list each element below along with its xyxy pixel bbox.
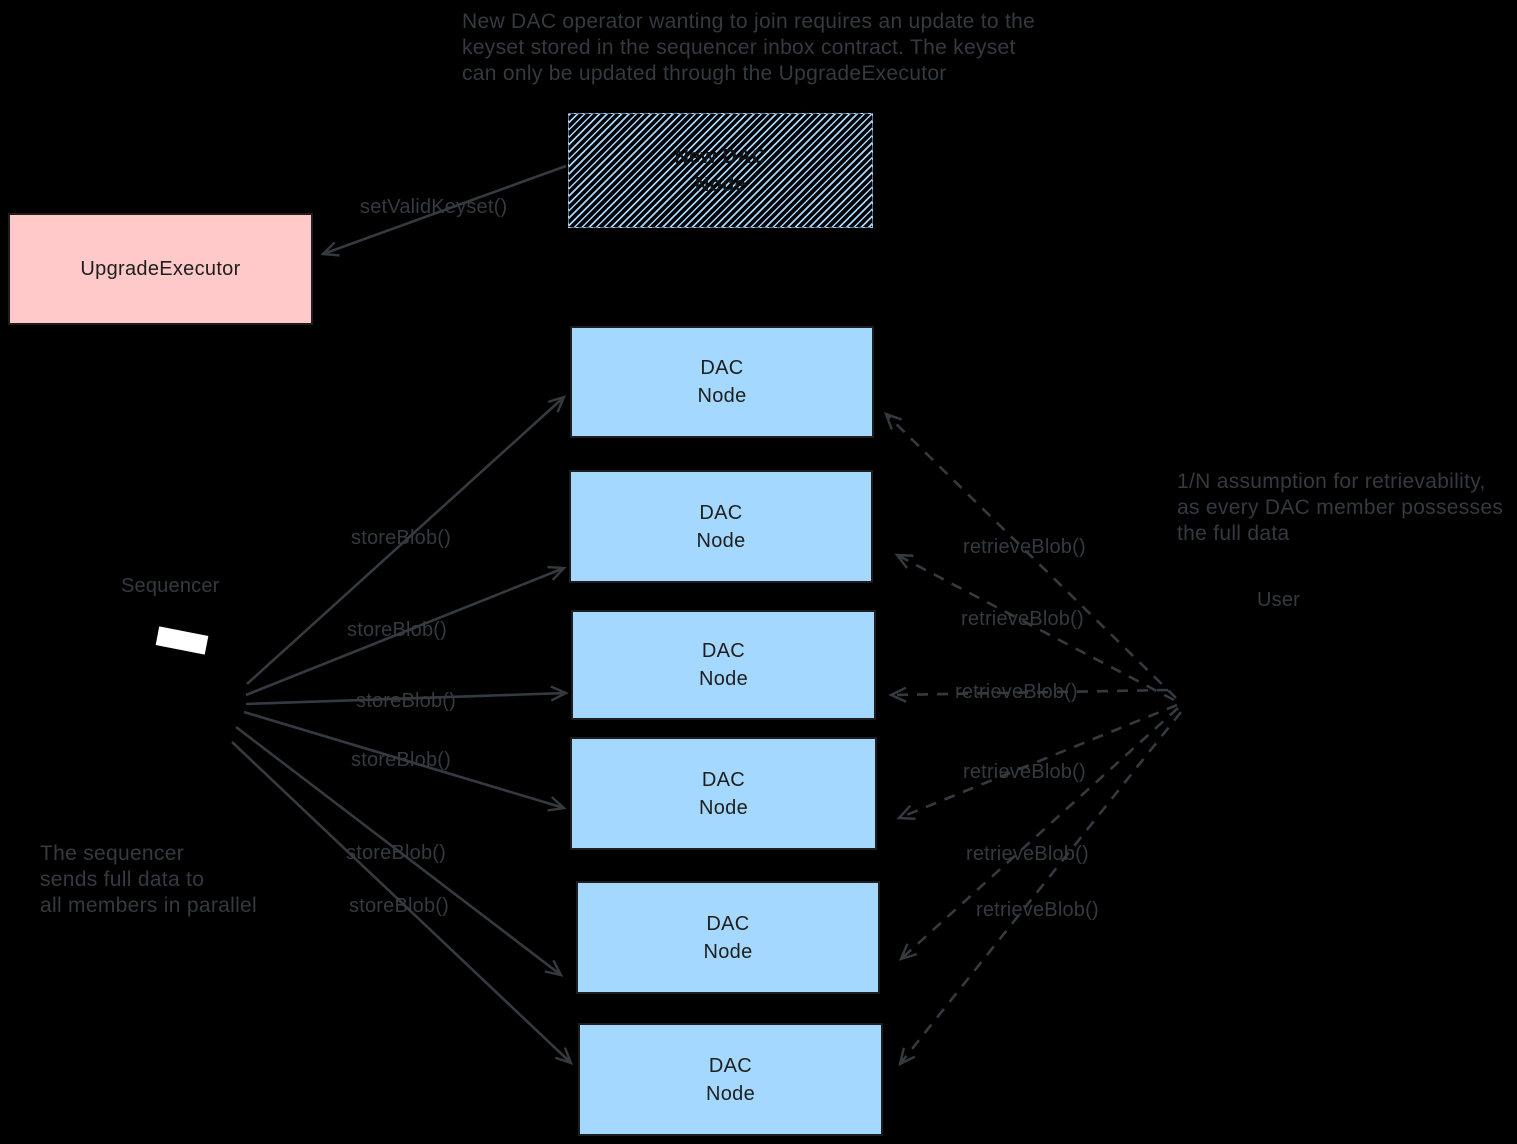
set-valid-keyset-arrow	[320, 164, 567, 257]
user-label: User	[1257, 589, 1301, 611]
retrieve-blob-label-2: retrieveBlob()	[961, 608, 1084, 630]
store-blob-arrow-6	[231, 741, 574, 1065]
dac-node-box-1: DAC Node	[570, 326, 874, 438]
retrieve-blob-arrow-5	[898, 707, 1179, 961]
store-blob-label-2: storeBlob()	[347, 619, 448, 641]
dac-node-box-4: DAC Node	[570, 737, 877, 850]
left-note: The sequencer sends full data to all mem…	[40, 842, 257, 917]
retrieve-blob-label-4: retrieveBlob()	[963, 761, 1086, 783]
retrieve-blob-arrow-2	[894, 553, 1175, 702]
dac-node-box-6: DAC Node	[578, 1023, 883, 1136]
retrieve-blob-arrow-6	[898, 711, 1183, 1067]
store-blob-label-3: storeBlob()	[356, 690, 457, 712]
store-blob-label-5: storeBlob()	[346, 842, 447, 864]
store-blob-label-6: storeBlob()	[349, 895, 450, 917]
store-blob-arrow-3	[245, 685, 569, 706]
store-blob-label-1: storeBlob()	[351, 527, 452, 549]
retrieve-blob-arrow-3	[888, 686, 1169, 703]
retrieve-blob-label-5: retrieveBlob()	[966, 843, 1089, 865]
retrieve-blob-label-3: retrieveBlob()	[955, 681, 1078, 703]
retrieve-blob-label-6: retrieveBlob()	[976, 899, 1099, 921]
store-blob-arrow-2	[245, 565, 567, 697]
dac-node-box-2: DAC Node	[569, 470, 873, 583]
dac-node-box-3: DAC Node	[571, 610, 876, 720]
set-valid-keyset-label: setValidKeyset()	[360, 196, 508, 218]
store-blob-arrow-4	[243, 710, 567, 812]
top-note: New DAC operator wanting to join require…	[462, 10, 1036, 85]
store-blob-arrow-1	[246, 395, 567, 685]
retrieve-blob-arrow-4	[896, 703, 1178, 821]
retrieve-blob-label-1: retrieveBlob()	[963, 536, 1086, 558]
store-blob-label-4: storeBlob()	[351, 749, 452, 771]
right-note: 1/N assumption for retrievability, as ev…	[1177, 470, 1504, 545]
dac-node-box-5: DAC Node	[576, 881, 880, 994]
retrieve-blob-arrow-1	[883, 412, 1177, 699]
store-blob-arrow-5	[235, 725, 564, 977]
new-dac-node-box: New DAC Node	[568, 113, 873, 228]
upgrade-executor-box: UpgradeExecutor	[8, 213, 313, 325]
sequencer-label: Sequencer	[121, 575, 220, 597]
